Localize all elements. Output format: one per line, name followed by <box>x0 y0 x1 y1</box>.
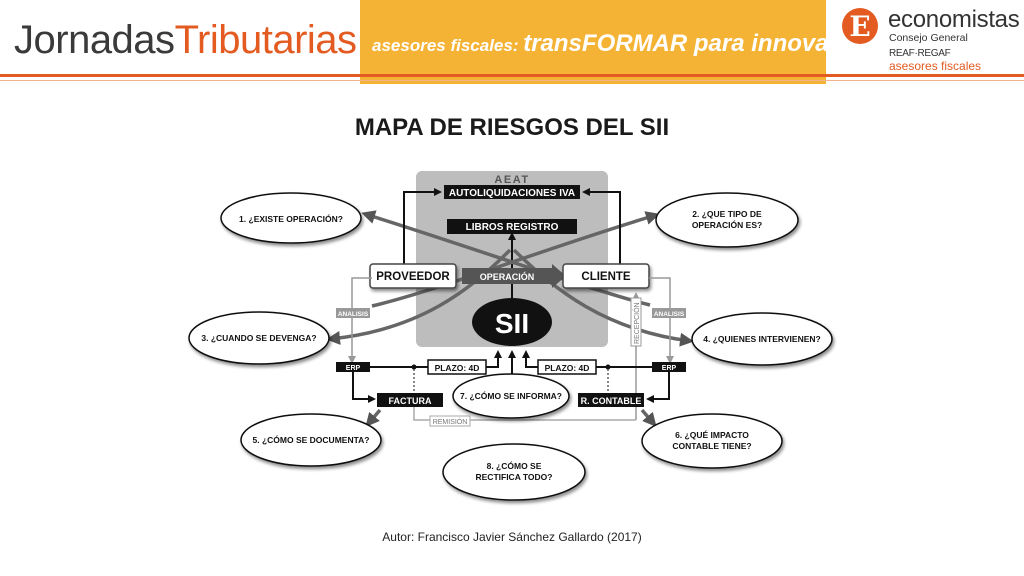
autoliquidaciones-label: AUTOLIQUIDACIONES IVA <box>449 188 575 199</box>
question-2-line-2: OPERACIÓN ES? <box>692 219 762 230</box>
operacion-arrowhead <box>552 264 566 288</box>
recepcion-box <box>630 297 642 347</box>
remision-label: REMISIÓN <box>433 417 468 426</box>
libros-registro-box <box>447 219 577 234</box>
plazo-left-label: PLAZO: 4D <box>435 363 480 373</box>
proveedor-to-autoliq-arrow <box>403 188 442 266</box>
analisis-right-label: ANALISIS <box>654 311 685 318</box>
question-2-line-1: 2. ¿QUE TIPO DE <box>692 209 762 219</box>
economistas-logo: E economistas Consejo General REAF·REGAF… <box>838 4 1024 74</box>
cliente-to-autoliq-arrow <box>582 188 621 266</box>
proveedor-box <box>369 263 457 289</box>
question-6-line-2: CONTABLE TIENE? <box>672 441 751 451</box>
header-divider-thin <box>0 80 1024 81</box>
arrow-to-q6 <box>640 408 657 428</box>
remision-box <box>429 415 471 427</box>
question-5-line-1: 5. ¿CÓMO SE DOCUMENTA? <box>253 434 370 445</box>
header: JornadasTributarias asesores fiscales: t… <box>0 0 1024 84</box>
slogan-banner: asesores fiscales: transFORMAR para inno… <box>360 0 838 84</box>
question-8: 8. ¿CÓMO SE RECTIFICA TODO? <box>442 443 586 501</box>
logo-name: economistas <box>888 6 1020 33</box>
r-contable-box <box>578 393 644 407</box>
logo-subtitle: Consejo General <box>889 32 968 44</box>
plazo-right-box <box>537 359 597 375</box>
erp-right-label: ERP <box>662 365 677 372</box>
factura-box <box>377 393 443 407</box>
curve-to-q1 <box>361 210 651 307</box>
curve-to-q2 <box>371 211 660 308</box>
arrow-to-q5 <box>365 408 382 428</box>
plazo-left-dot <box>411 364 417 370</box>
question-6-line-1: 6. ¿QUÉ IMPACTO <box>675 430 749 440</box>
slogan-part-1: asesores fiscales: <box>372 36 524 55</box>
operacion-label: OPERACIÓN <box>480 271 535 282</box>
event-brand: JornadasTributarias <box>14 16 357 64</box>
sii-hub <box>472 298 552 346</box>
question-7: 7. ¿CÓMO SE INFORMA? <box>452 373 570 419</box>
analisis-right-box <box>652 308 686 318</box>
question-4-line-1: 4. ¿QUIENES INTERVIENEN? <box>703 334 820 344</box>
remision-line <box>413 407 636 421</box>
operacion-bar <box>462 268 552 284</box>
question-1-line-1: 1. ¿EXISTE OPERACIÓN? <box>239 213 343 224</box>
erp-left-label: ERP <box>346 365 361 372</box>
question-6: 6. ¿QUÉ IMPACTO CONTABLE TIENE? <box>641 413 783 469</box>
factura-label: FACTURA <box>389 396 432 406</box>
page-title: MAPA DE RIESGOS DEL SII <box>354 114 670 141</box>
proveedor-label: PROVEEDOR <box>376 271 450 283</box>
header-divider <box>0 74 1024 77</box>
r-contable-label: R. CONTABLE <box>581 396 642 406</box>
plazo-right-label: PLAZO: 4D <box>545 363 590 373</box>
libros-registro-label: LIBROS REGISTRO <box>466 222 559 233</box>
erp-right-box <box>652 362 686 372</box>
analisis-right-line <box>649 277 674 364</box>
cliente-label: CLIENTE <box>581 271 631 283</box>
analisis-left-line <box>348 277 372 364</box>
analisis-left-box <box>336 308 370 318</box>
erp-to-rcontable-arrow <box>646 372 670 403</box>
erp-left-box <box>336 362 370 372</box>
plazo-left-box <box>427 359 487 375</box>
cliente-box <box>562 263 650 289</box>
question-5: 5. ¿CÓMO SE DOCUMENTA? <box>240 413 382 467</box>
curve-to-q4 <box>512 248 694 347</box>
sii-label: SII <box>495 308 529 339</box>
question-2: 2. ¿QUE TIPO DE OPERACIÓN ES? <box>655 192 799 248</box>
question-1: 1. ¿EXISTE OPERACIÓN? <box>220 192 362 244</box>
logo-mark-icon: E <box>842 8 878 44</box>
brand-part-1: Jornadas <box>14 18 175 62</box>
question-8-line-2: RECTIFICA TODO? <box>476 472 553 482</box>
slogan-part-2: transFORMAR para innovar <box>523 30 838 57</box>
question-8-line-1: 8. ¿CÓMO SE <box>487 460 542 471</box>
aeat-label: AEAT <box>494 174 529 186</box>
question-4: 4. ¿QUIENES INTERVIENEN? <box>691 312 833 366</box>
plazo-right-dot <box>605 364 611 370</box>
question-3: 3. ¿CUANDO SE DEVENGA? <box>188 311 330 365</box>
logo-asesores: asesores fiscales <box>889 59 982 73</box>
question-3-line-1: 3. ¿CUANDO SE DEVENGA? <box>201 333 316 343</box>
brand-part-2: Tributarias <box>174 18 357 62</box>
logo-reaf: REAF·REGAF <box>889 48 951 59</box>
analisis-left-label: ANALISIS <box>338 311 369 318</box>
erp-to-factura-arrow <box>352 372 376 403</box>
curve-to-q3 <box>326 248 512 345</box>
author-credit: Autor: Francisco Javier Sánchez Gallardo… <box>382 530 642 544</box>
question-7-line-1: 7. ¿CÓMO SE INFORMA? <box>460 390 562 401</box>
autoliquidaciones-box <box>444 185 580 199</box>
recepcion-label: RECEPCIÓN <box>632 302 641 344</box>
